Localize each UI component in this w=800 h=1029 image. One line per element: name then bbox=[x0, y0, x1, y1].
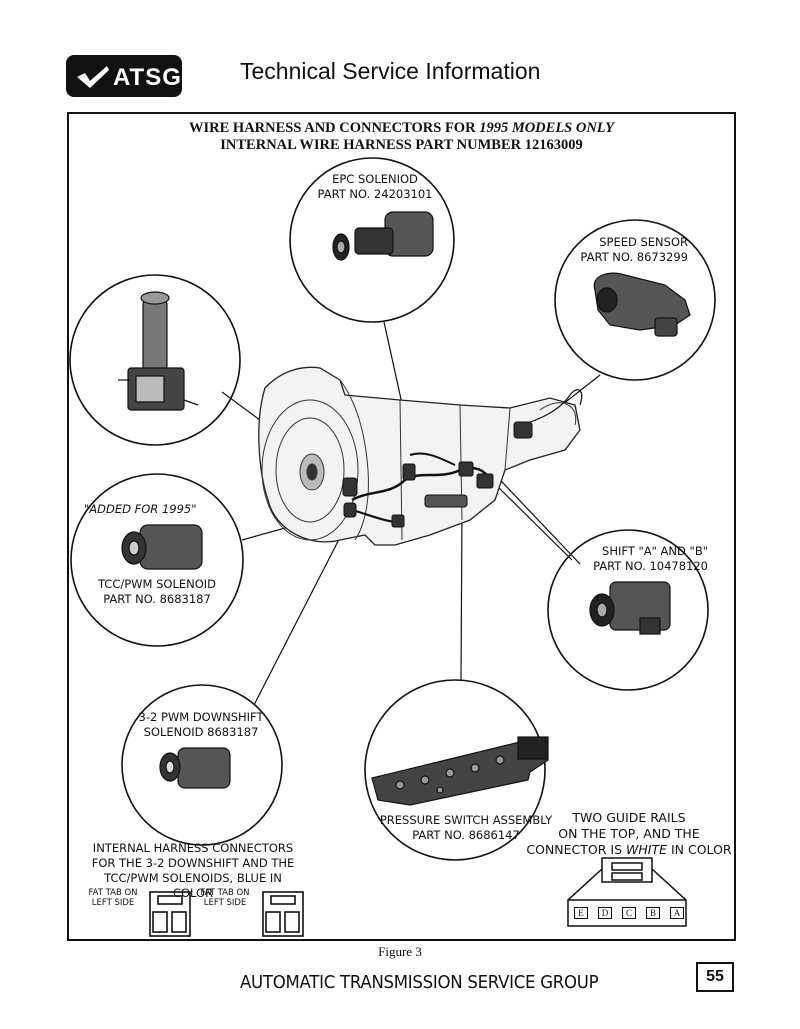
connector-pin-c: C bbox=[622, 907, 636, 919]
shift-solenoid-label: SHIFT "A" AND "B"PART NO. 10478120 bbox=[593, 544, 708, 573]
connector-pin-a: A bbox=[670, 907, 684, 919]
figure-caption: Figure 3 bbox=[378, 944, 422, 959]
harness-connector-icons bbox=[149, 891, 304, 937]
connector-pin-row: E D C B A bbox=[574, 907, 684, 921]
page-number: 55 bbox=[696, 962, 734, 992]
tcc-solenoid-circle bbox=[70, 473, 244, 647]
connector-pin-d: D bbox=[598, 907, 612, 919]
figure-title-line1: WIRE HARNESS AND CONNECTORS FOR 1995 MOD… bbox=[189, 120, 614, 136]
figure-frame bbox=[67, 112, 736, 941]
pwm-downshift-circle bbox=[121, 684, 283, 846]
epc-solenoid-circle bbox=[289, 157, 455, 323]
speed-sensor-circle bbox=[554, 219, 716, 381]
figure-title-line2: INTERNAL WIRE HARNESS PART NUMBER 121630… bbox=[220, 137, 583, 153]
page-title: Technical Service Information bbox=[240, 58, 541, 84]
internal-harness-note: INTERNAL HARNESS CONNECTORS FOR THE 3-2 … bbox=[91, 841, 295, 900]
footer-text: AUTOMATIC TRANSMISSION SERVICE GROUP bbox=[240, 972, 599, 993]
transmission-case bbox=[258, 366, 581, 546]
added-for-1995-note: "ADDED FOR 1995" bbox=[84, 502, 197, 516]
atsg-logo: ATSG bbox=[66, 55, 182, 97]
top-left-solenoid-circle bbox=[69, 274, 241, 446]
shift-solenoid-circle bbox=[547, 529, 709, 691]
checkmark-logo-icon bbox=[77, 66, 109, 88]
connector-pin-b: B bbox=[646, 907, 660, 919]
logo-text: ATSG bbox=[113, 64, 182, 91]
guide-rails-note: TWO GUIDE RAILS ON THE TOP, AND THE CONN… bbox=[526, 810, 732, 857]
pressure-switch-circle bbox=[364, 679, 546, 861]
connector-pin-e: E bbox=[574, 907, 588, 919]
